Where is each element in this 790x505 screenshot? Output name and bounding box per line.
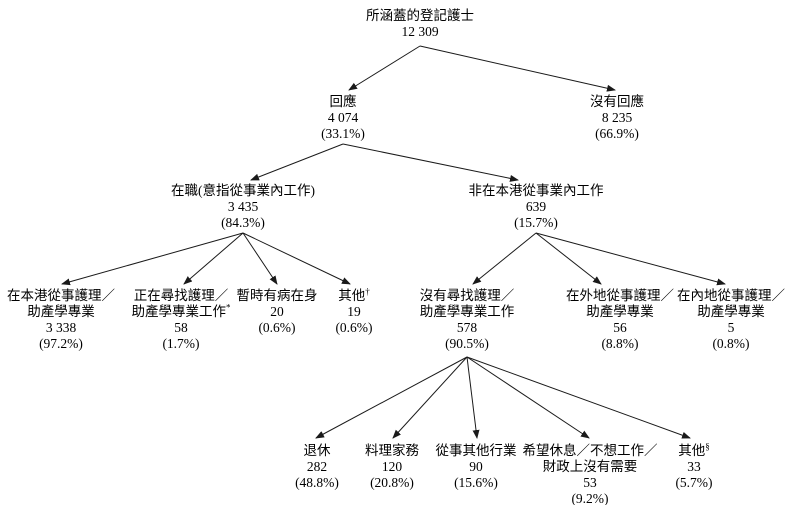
connector-root-no-response [419, 45, 616, 92]
footnote-marker-asterisk: * [226, 302, 231, 313]
node-percent: (33.1%) [321, 126, 365, 141]
node-working: 在職(意指從事業內工作) 3 435 (84.3%) [171, 183, 315, 231]
node-value: 53 [583, 475, 597, 490]
node-others-working: 其他† 19 (0.6%) [335, 286, 373, 336]
node-value: 33 [687, 459, 701, 474]
footnote-marker-section: § [705, 441, 710, 452]
node-label-text: 其他 [678, 443, 706, 458]
connector-notseeking-other-industry [466, 356, 480, 439]
node-percent: (15.6%) [454, 475, 498, 490]
node-value: 120 [381, 459, 403, 474]
node-value: 56 [613, 320, 627, 335]
node-wish-rest: 希望休息／不想工作／ 財政上沒有需要 53 (9.2%) [523, 443, 658, 505]
node-retired: 退休 282 (48.8%) [295, 443, 339, 491]
node-housework: 料理家務 120 (20.8%) [365, 443, 419, 491]
node-label: 在外地從事護理／ [566, 288, 674, 303]
node-label: 助產學專業工作* [131, 302, 231, 320]
node-value: 639 [525, 199, 547, 214]
node-label: 在職(意指從事業內工作) [171, 183, 315, 198]
node-percent: (15.7%) [514, 215, 558, 230]
node-label: 助產學專業工作 [419, 304, 515, 319]
node-value: 3 435 [227, 199, 259, 214]
node-label: 在本港從事護理／ [7, 288, 115, 303]
node-not-working-local: 非在本港從事業內工作 639 (15.7%) [469, 183, 604, 231]
connector-responded-working [250, 143, 344, 181]
node-label: 暫時有病在身 [236, 288, 318, 303]
node-root: 所涵蓋的登記護士 12 309 [366, 8, 474, 40]
node-value: 19 [347, 304, 361, 319]
node-percent: (9.2%) [571, 491, 609, 505]
connector-responded-notlocal [342, 143, 519, 182]
node-temporarily-ill: 暫時有病在身 20 (0.6%) [237, 288, 318, 336]
connector-notlocal-overseas [535, 232, 602, 285]
node-value: 578 [456, 320, 478, 335]
node-percent: (20.8%) [370, 475, 414, 490]
node-label: 助產學專業 [697, 304, 765, 319]
node-percent: (0.8%) [712, 336, 750, 351]
node-value: 90 [469, 459, 483, 474]
connector-notseeking-housework [392, 356, 468, 439]
node-label: 在內地從事護理／ [677, 288, 785, 303]
connector-notlocal-mainland [535, 232, 726, 286]
connector-notseeking-retired [315, 356, 468, 439]
node-label: 所涵蓋的登記護士 [366, 8, 474, 23]
connector-working-others [242, 232, 351, 285]
connector-notseeking-others [466, 356, 691, 439]
node-percent: (90.5%) [445, 336, 489, 351]
node-overseas-nursing: 在外地從事護理／ 助產學專業 56 (8.8%) [566, 288, 674, 352]
node-no-response: 沒有回應 8 235 (66.9%) [590, 94, 644, 142]
node-label: 回應 [329, 94, 357, 109]
node-value: 58 [174, 320, 188, 335]
node-local-nursing: 在本港從事護理／ 助產學專業 3 338 (97.2%) [7, 288, 115, 352]
node-label-text: 其他 [338, 288, 366, 303]
node-value: 20 [270, 304, 284, 319]
node-value: 12 309 [401, 24, 439, 39]
node-percent: (97.2%) [39, 336, 83, 351]
node-percent: (84.3%) [221, 215, 265, 230]
node-label: 正在尋找護理／ [133, 288, 229, 303]
node-label: 料理家務 [365, 443, 419, 458]
node-value: 282 [306, 459, 328, 474]
connector-notlocal-notseeking [472, 232, 537, 285]
node-percent: (8.8%) [601, 336, 639, 351]
node-label: 助產學專業 [586, 304, 654, 319]
node-seeking-work: 正在尋找護理／ 助產學專業工作* 58 (1.7%) [132, 288, 231, 352]
node-value: 3 338 [45, 320, 77, 335]
connector-working-local-nursing [61, 232, 244, 286]
node-percent: (0.6%) [335, 320, 373, 335]
node-label: 退休 [303, 443, 331, 458]
node-percent: (1.7%) [162, 336, 200, 351]
footnote-marker-dagger: † [365, 286, 370, 297]
node-value: 4 074 [327, 110, 359, 125]
node-others-not-seeking: 其他§ 33 (5.7%) [675, 441, 713, 491]
node-label: 其他† [335, 286, 372, 304]
node-label: 財政上沒有需要 [542, 459, 638, 474]
node-percent: (0.6%) [258, 320, 296, 335]
node-value: 5 [727, 320, 735, 335]
node-label: 非在本港從事業內工作 [468, 183, 604, 198]
node-other-industry: 從事其他行業 90 (15.6%) [436, 443, 517, 491]
connector-notseeking-wish-rest [466, 356, 590, 439]
node-label-text: 助產學專業工作 [131, 304, 227, 319]
node-label: 沒有尋找護理／ [419, 288, 515, 303]
node-label: 沒有回應 [590, 94, 644, 109]
connector-root-responded [348, 45, 421, 91]
node-label: 從事其他行業 [435, 443, 517, 458]
node-percent: (5.7%) [675, 475, 713, 490]
node-value: 8 235 [601, 110, 633, 125]
node-mainland-nursing: 在內地從事護理／ 助產學專業 5 (0.8%) [677, 288, 785, 352]
connector-working-ill [242, 232, 278, 285]
node-percent: (66.9%) [595, 126, 639, 141]
node-not-seeking-work: 沒有尋找護理／ 助產學專業工作 578 (90.5%) [420, 288, 515, 352]
node-responded: 回應 4 074 (33.1%) [321, 94, 365, 142]
node-label: 其他§ [675, 441, 712, 459]
node-percent: (48.8%) [295, 475, 339, 490]
connector-working-seeking [183, 232, 244, 285]
node-label: 助產學專業 [27, 304, 95, 319]
node-label: 希望休息／不想工作／ [522, 443, 658, 458]
